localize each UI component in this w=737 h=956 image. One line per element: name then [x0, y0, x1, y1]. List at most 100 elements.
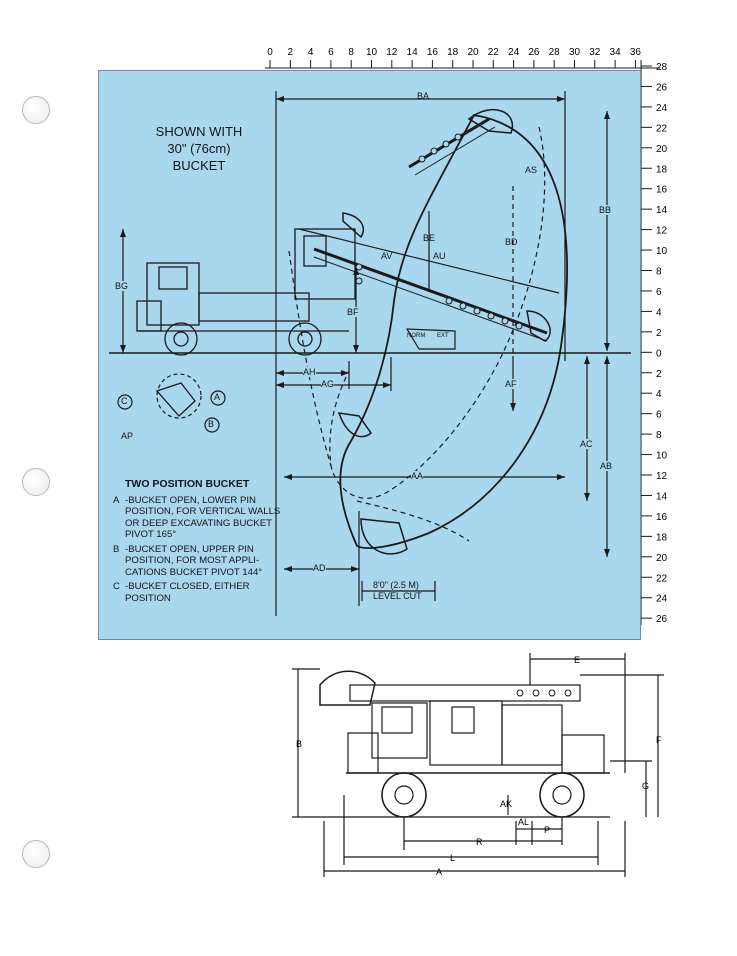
truck-dimensions-drawing: E B F G AK AL P R L A	[280, 645, 680, 885]
label-be: BE	[423, 233, 436, 243]
vertical-scale-label: 28	[656, 62, 668, 73]
pivot-label-c: C	[121, 396, 128, 406]
working-range-panel: SHOWN WITH 30" (76cm) BUCKET BA BB BG BF…	[98, 70, 641, 640]
horizontal-scale-label: 10	[366, 47, 378, 58]
horizontal-scale-label: 14	[407, 47, 419, 58]
label-b: B	[296, 739, 302, 749]
horizontal-scale-label: 4	[308, 47, 314, 58]
horizontal-scale-label: 18	[447, 47, 459, 58]
boom-extended	[313, 247, 548, 335]
rear-wheel	[539, 772, 585, 818]
label-as: AS	[525, 165, 538, 175]
legend-item-a: A -BUCKET OPEN, LOWER PIN POSITION, FOR …	[113, 495, 288, 541]
vertical-scale-label: 24	[656, 594, 668, 605]
truck-side-view	[136, 228, 356, 356]
pivot-label-ap: AP	[121, 431, 134, 441]
vertical-scale-label: 12	[656, 226, 668, 237]
vertical-scale-label: 2	[656, 328, 662, 339]
label-r: R	[476, 837, 483, 847]
label-l: L	[450, 853, 455, 863]
horizontal-scale-label: 26	[528, 47, 540, 58]
label-bb: BB	[599, 205, 612, 215]
bucket-raised	[342, 212, 364, 239]
bucket-folded	[319, 670, 376, 706]
vertical-scale-label: 26	[656, 614, 668, 625]
horizontal-scale-label: 6	[328, 47, 334, 58]
dim-line-av-au	[298, 228, 560, 294]
label-af: AF	[505, 379, 517, 389]
label-e: E	[574, 655, 580, 665]
vertical-scale-label: 10	[656, 451, 668, 462]
vertical-scale-label: 26	[656, 82, 668, 93]
legend-item-b: B -BUCKET OPEN, UPPER PIN POSITION, FOR …	[113, 544, 288, 579]
shown-with-line-2: 30" (76cm)	[167, 141, 231, 156]
legend-text-c: -BUCKET CLOSED, EITHER POSITION	[125, 581, 250, 604]
pivot-label-b: B	[208, 419, 215, 429]
pivot-circle-b	[204, 417, 220, 433]
label-bg: BG	[115, 281, 129, 291]
label-au: AU	[433, 251, 446, 261]
legend-item-c: C -BUCKET CLOSED, EITHER POSITION	[113, 581, 288, 604]
binder-hole-bottom	[22, 840, 50, 868]
horizontal-scale-label: 8	[348, 47, 354, 58]
bucket-extended	[526, 310, 551, 342]
horizontal-scale-label: 22	[488, 47, 500, 58]
label-level-cut-2: LEVEL CUT	[373, 591, 422, 601]
legend-text-a: -BUCKET OPEN, LOWER PIN POSITION, FOR VE…	[125, 494, 281, 541]
label-bd: BD	[505, 237, 518, 247]
bucket-mid	[337, 412, 373, 438]
label-a: A	[436, 867, 442, 877]
vertical-scale-label: 18	[656, 532, 668, 543]
horizontal-scale-label: 12	[386, 47, 398, 58]
label-ba: BA	[417, 91, 430, 101]
vertical-scale-label: 14	[656, 205, 668, 216]
horizontal-scale-label: 0	[267, 47, 273, 58]
label-av: AV	[381, 251, 393, 261]
vertical-scale-label: 24	[656, 103, 668, 114]
horizontal-scale-label: 28	[549, 47, 561, 58]
vertical-scale-label: 16	[656, 185, 668, 196]
legend-text-b: -BUCKET OPEN, UPPER PIN POSITION, FOR MO…	[125, 543, 263, 578]
horizontal-scale-label: 2	[288, 47, 294, 58]
vertical-scale-label: 4	[656, 389, 662, 400]
label-aa: AA	[411, 471, 424, 481]
vertical-scale-label: 20	[656, 553, 668, 564]
label-f: F	[656, 735, 662, 745]
pivot-circle-c	[117, 394, 133, 410]
label-ab: AB	[600, 461, 613, 471]
pivot-label-a: A	[214, 392, 221, 402]
vertical-scale-label: 12	[656, 471, 668, 482]
vertical-scale-label: 20	[656, 144, 668, 155]
vertical-scale-label: 16	[656, 512, 668, 523]
horizontal-scale-label: 34	[610, 47, 622, 58]
label-ad: AD	[313, 563, 326, 573]
vertical-scale-label: 10	[656, 246, 668, 257]
vertical-scale-label: 6	[656, 410, 662, 421]
vertical-scale-label: 8	[656, 430, 662, 441]
vertical-scale-label: 14	[656, 491, 668, 502]
legend-key-a: A	[113, 494, 120, 506]
binder-hole-middle	[22, 468, 50, 496]
horizontal-scale-label: 36	[630, 47, 642, 58]
label-norm: NORM	[407, 333, 426, 339]
shown-with-caption: SHOWN WITH 30" (76cm) BUCKET	[119, 123, 279, 174]
vertical-scale-label: 22	[656, 573, 668, 584]
reach-envelope-dashed	[329, 126, 546, 499]
label-ah: AH	[303, 367, 316, 377]
label-level-cut-1: 8'0" (2.5 M)	[373, 580, 419, 590]
front-wheel	[381, 772, 427, 818]
vertical-scale-label: 2	[656, 369, 662, 380]
bucket-norm-ext	[405, 328, 456, 350]
horizontal-scale-label: 24	[508, 47, 520, 58]
label-p: P	[544, 825, 550, 835]
horizontal-scale-label: 30	[569, 47, 581, 58]
label-bf: BF	[347, 307, 359, 317]
vertical-scale-label: 18	[656, 164, 668, 175]
shown-with-line-3: BUCKET	[172, 158, 226, 173]
boom-folded	[349, 684, 581, 702]
label-ac: AC	[580, 439, 593, 449]
horizontal-scale-label: 16	[427, 47, 439, 58]
vertical-scale-label: 0	[656, 348, 662, 359]
